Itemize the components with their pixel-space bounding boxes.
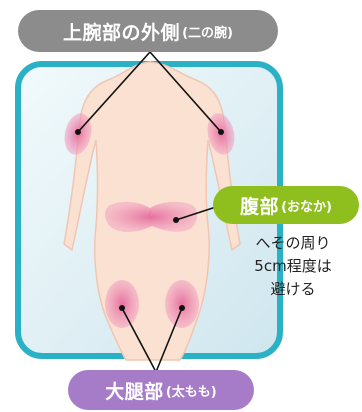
upper-arm-label-sub: (二の腕) <box>182 25 233 41</box>
note-line-1: へその周り <box>255 234 331 252</box>
pointer-arm-right <box>149 51 222 133</box>
thigh-label: 大腿部 (太もも) <box>68 370 254 410</box>
dot-arm-left <box>75 129 81 135</box>
thigh-label-sub: (太もも) <box>165 384 217 400</box>
upper-arm-label: 上腕部の外側 (二の腕) <box>18 10 278 52</box>
note-line-2: 5cm程度は <box>254 257 332 275</box>
abdomen-label-main: 腹部 <box>240 195 280 218</box>
navel-avoid-note: へその周り 5cm程度は 避ける <box>238 232 348 301</box>
thigh-label-main: 大腿部 <box>105 380 164 403</box>
dot-thigh-right <box>179 305 185 311</box>
upper-arm-label-main: 上腕部の外側 <box>63 21 181 44</box>
dot-thigh-left <box>119 305 125 311</box>
abdomen-label-sub: (おなか) <box>281 199 332 215</box>
thigh-zone-left <box>105 280 139 328</box>
abdomen-label: 腹部 (おなか) <box>213 186 359 224</box>
abdomen-zone <box>105 201 198 233</box>
pointer-thigh-left <box>121 307 157 373</box>
dot-arm-right <box>218 129 224 135</box>
pointer-thigh-right <box>155 307 183 373</box>
note-line-3: 避ける <box>270 280 316 298</box>
dot-belly <box>173 217 179 223</box>
thigh-zone-right <box>165 280 199 328</box>
pointer-arm-left <box>77 51 151 133</box>
